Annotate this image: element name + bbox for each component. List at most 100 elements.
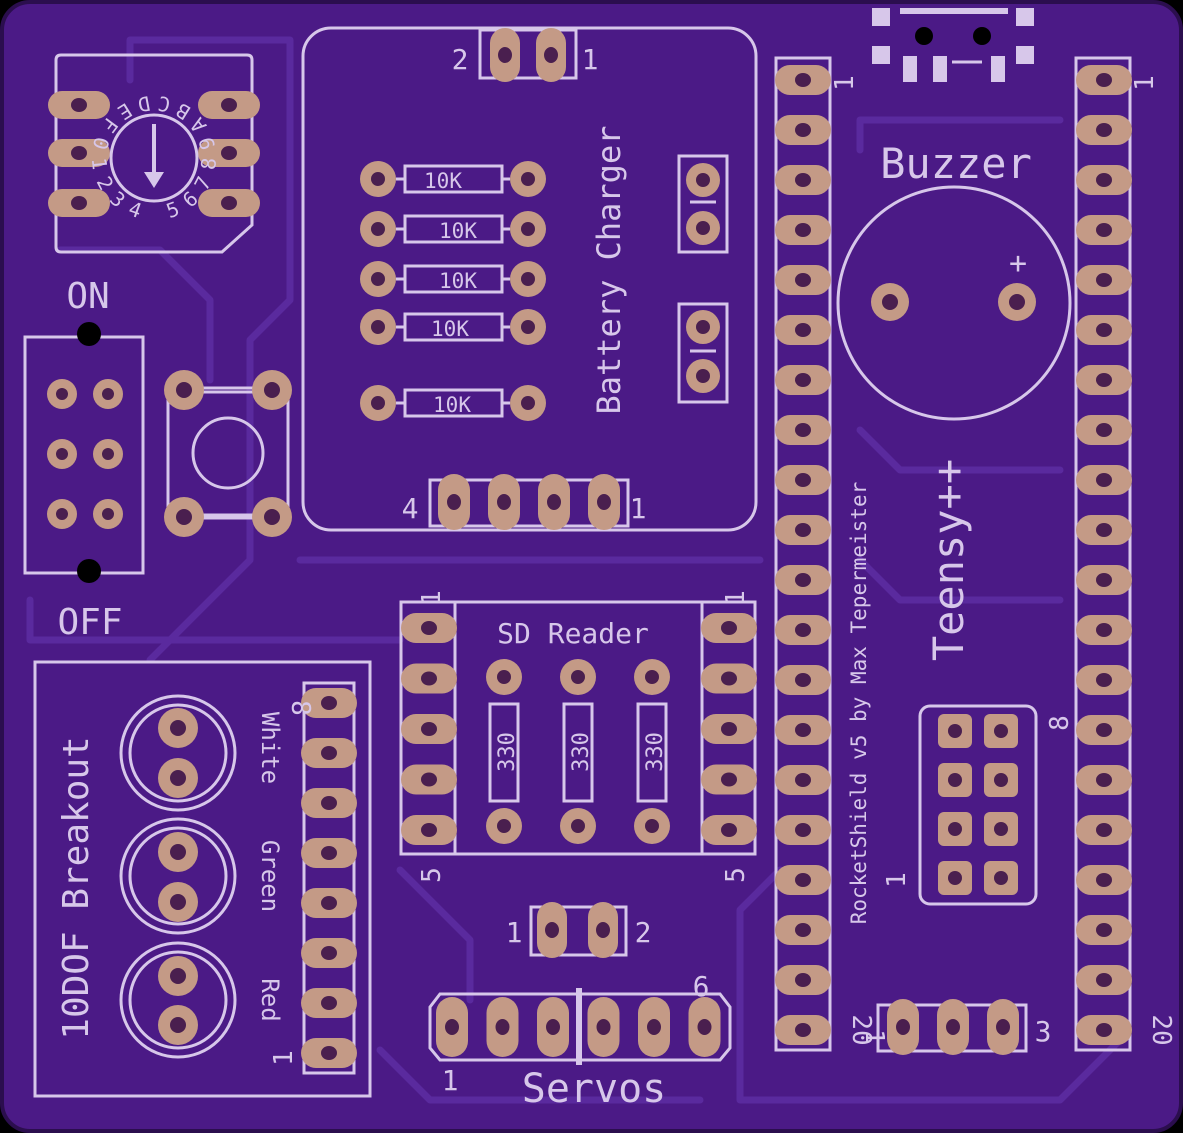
led-white <box>119 694 237 812</box>
sd-right-pin <box>701 714 757 744</box>
credit-text: RocketShield v5 by Max Tepermeister <box>847 482 871 925</box>
led-green <box>119 817 237 935</box>
teensy-left-pin <box>775 465 831 495</box>
resistor-r4-value: 10K <box>431 317 469 341</box>
servos-label: Servos <box>522 1066 667 1112</box>
sd-left-header[interactable] <box>401 613 457 845</box>
sd-right-pin <box>701 815 757 845</box>
sd-left-pin <box>401 815 457 845</box>
led-red <box>119 941 237 1059</box>
teensy-left-header[interactable] <box>774 56 832 1052</box>
charger-bottom-header[interactable] <box>428 474 630 530</box>
sd-resistor-2: 330 <box>560 659 596 844</box>
copper-traces <box>26 36 1124 1104</box>
sd-left-pin <box>401 764 457 795</box>
sd-left-pin <box>401 663 457 694</box>
teensy-right-pin <box>1076 315 1132 345</box>
teensy-left-pin <box>775 715 831 745</box>
breakout-label: 10DOF Breakout <box>56 736 97 1039</box>
resistor-r3: 10K <box>360 261 546 297</box>
buzzer-plus-label: + <box>1009 246 1027 281</box>
icsp-header[interactable] <box>918 704 1038 906</box>
teensy-right-pin <box>1076 715 1132 745</box>
teensy-right-pin <box>1076 565 1132 595</box>
teensy-left-pin <box>775 115 831 145</box>
resistor-r2: 10K <box>360 211 546 247</box>
sd-right-header[interactable] <box>701 613 757 845</box>
breakout-pin <box>301 788 357 818</box>
sd-resistor-3-value: 330 <box>643 732 668 772</box>
sd-reader-label: SD Reader <box>497 617 649 650</box>
sd-left-pin-1: 1 <box>417 590 447 606</box>
buzzer-label: Buzzer <box>880 139 1032 188</box>
teensy-left-pin-20: 20 <box>846 1014 876 1045</box>
breakout-header[interactable] <box>301 681 357 1075</box>
servo-pin <box>688 997 721 1057</box>
teensy-left-pin <box>775 165 831 195</box>
sd-left-pin <box>401 714 457 744</box>
resistor-r5-value: 10K <box>433 393 471 417</box>
teensy-right-pin-1: 1 <box>1130 75 1160 91</box>
icsp-pin-1: 1 <box>882 872 912 888</box>
led-red-label: Red <box>256 978 284 1021</box>
sd-right-pin-1: 1 <box>721 590 751 606</box>
rotary-knob <box>109 113 199 203</box>
breakout-pin <box>301 1038 357 1068</box>
teensy-left-pin <box>775 765 831 795</box>
teensy-right-pin <box>1076 65 1132 95</box>
resistor-r1: 10K <box>360 161 546 197</box>
teensy-right-pin <box>1076 115 1132 145</box>
teensy-left-pin <box>775 565 831 595</box>
sd-right-pin <box>701 764 757 795</box>
icsp-pin <box>984 763 1018 797</box>
small-2pin-header[interactable] <box>529 902 628 958</box>
teensy-left-pin <box>775 915 831 945</box>
icsp-pin <box>938 861 972 895</box>
teensy-left-pin <box>775 615 831 645</box>
on-label: ON <box>66 276 109 317</box>
rotary-arrow-icon <box>144 124 164 188</box>
breakout-module: 10DOF Breakout White Green Red 8 1 <box>33 660 372 1098</box>
icsp-pin-8: 8 <box>1045 715 1075 731</box>
charger-bottom-pin-1: 1 <box>630 492 647 525</box>
breakout-pin <box>301 838 357 868</box>
teensy-right-pin <box>1076 465 1132 495</box>
sd-resistor-2-value: 330 <box>569 732 594 772</box>
bottom3-pin-1: 1 <box>859 1029 889 1045</box>
teensy-label: Teensy++ <box>924 459 973 661</box>
sd-left-pin <box>401 613 457 643</box>
teensy-right-header[interactable] <box>1074 56 1132 1052</box>
rotary-digit: 8 <box>196 157 221 171</box>
power-switch-pads <box>47 379 123 529</box>
sd-right-pin-5: 5 <box>721 867 751 883</box>
icsp-pin <box>984 714 1018 748</box>
breakout-pin-1: 1 <box>269 1050 299 1066</box>
off-label: OFF <box>57 602 122 643</box>
sd-resistor-3: 330 <box>634 659 670 844</box>
servo-pin-1: 1 <box>442 1064 459 1097</box>
push-button[interactable] <box>164 370 292 537</box>
charger-bottom-pin-4: 4 <box>402 492 419 525</box>
servo-header[interactable] <box>428 988 732 1065</box>
charger-top-header[interactable] <box>478 28 578 82</box>
teensy-left-pin <box>775 365 831 395</box>
charger-top-pin-2: 2 <box>452 43 469 76</box>
charger-top-pin-1: 1 <box>582 43 599 76</box>
teensy-right-pin <box>1076 265 1132 295</box>
icsp-pin <box>938 812 972 846</box>
teensy-right-pin <box>1076 665 1132 695</box>
breakout-pin <box>301 988 357 1018</box>
teensy-right-pin <box>1076 1015 1132 1045</box>
teensy-right-pin <box>1076 615 1132 645</box>
charger-led-2 <box>677 302 729 404</box>
small-hdr-pin-1: 1 <box>506 916 523 949</box>
teensy-left-pin <box>775 665 831 695</box>
smd-switch <box>872 8 1034 82</box>
led-white-label: White <box>256 712 284 784</box>
resistor-r5: 10K <box>360 385 546 421</box>
bottom-3pin-header[interactable] <box>876 999 1028 1055</box>
teensy-right-pin <box>1076 865 1132 895</box>
power-switch[interactable] <box>23 322 145 583</box>
sd-right-pin <box>701 663 757 694</box>
